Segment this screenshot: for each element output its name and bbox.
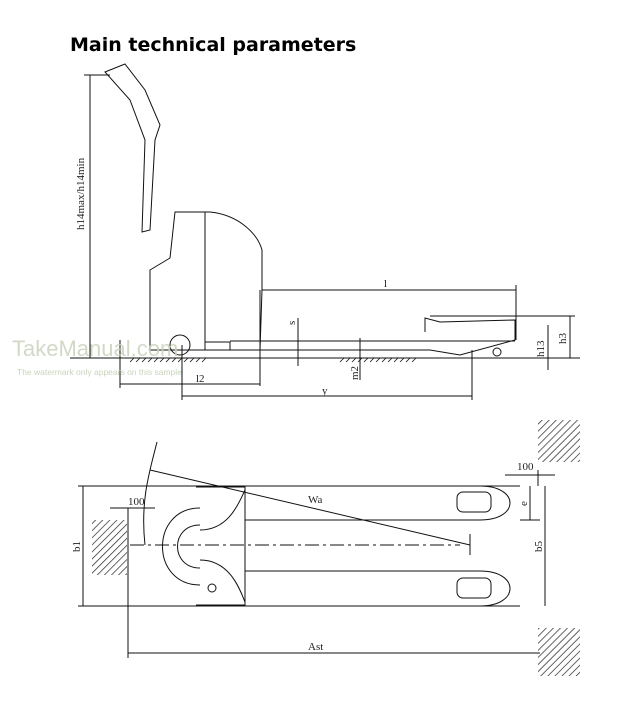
watermark-note: The watermark only appears on this sampl… <box>17 367 182 377</box>
drive-wheel <box>169 334 191 356</box>
dim-m2: m2 <box>349 366 361 380</box>
tiller-head <box>162 507 201 586</box>
dim-y: y <box>322 385 328 397</box>
load-wheel <box>456 491 492 513</box>
dim-wa: Wa <box>308 494 323 506</box>
dim-s: s <box>286 321 298 325</box>
dim-h14: h14max/h14min <box>75 157 87 230</box>
obstacle-bottom <box>538 628 580 676</box>
ground-hatch <box>129 357 417 363</box>
truck-body <box>149 211 263 351</box>
dim-b5: b5 <box>533 541 545 553</box>
dim-clearance-left: 100 <box>128 496 145 508</box>
dim-h3: h3 <box>557 333 569 345</box>
turning-radius-line <box>149 469 471 546</box>
dim-clearance-right: 100 <box>517 461 534 473</box>
fork <box>205 317 516 356</box>
dim-e: e <box>518 501 530 506</box>
dim-b1: b1 <box>71 541 83 552</box>
page-title: Main technical parameters <box>70 34 357 56</box>
tiller-handle <box>104 63 161 233</box>
top-view: Wa 100 100 b1 b5 e Ast <box>71 420 580 676</box>
dim-ast: Ast <box>308 641 323 653</box>
dim-l: l <box>384 278 387 290</box>
dim-h13: h13 <box>535 340 547 357</box>
dim-l2: l2 <box>196 373 205 385</box>
watermark-brand: TakeManual.com <box>12 336 179 361</box>
side-view: h14max/h14min l s m2 h13 h3 l2 y <box>70 63 580 400</box>
load-wheel <box>456 577 492 599</box>
obstacle-left <box>92 520 127 575</box>
obstacle-top <box>538 420 580 462</box>
